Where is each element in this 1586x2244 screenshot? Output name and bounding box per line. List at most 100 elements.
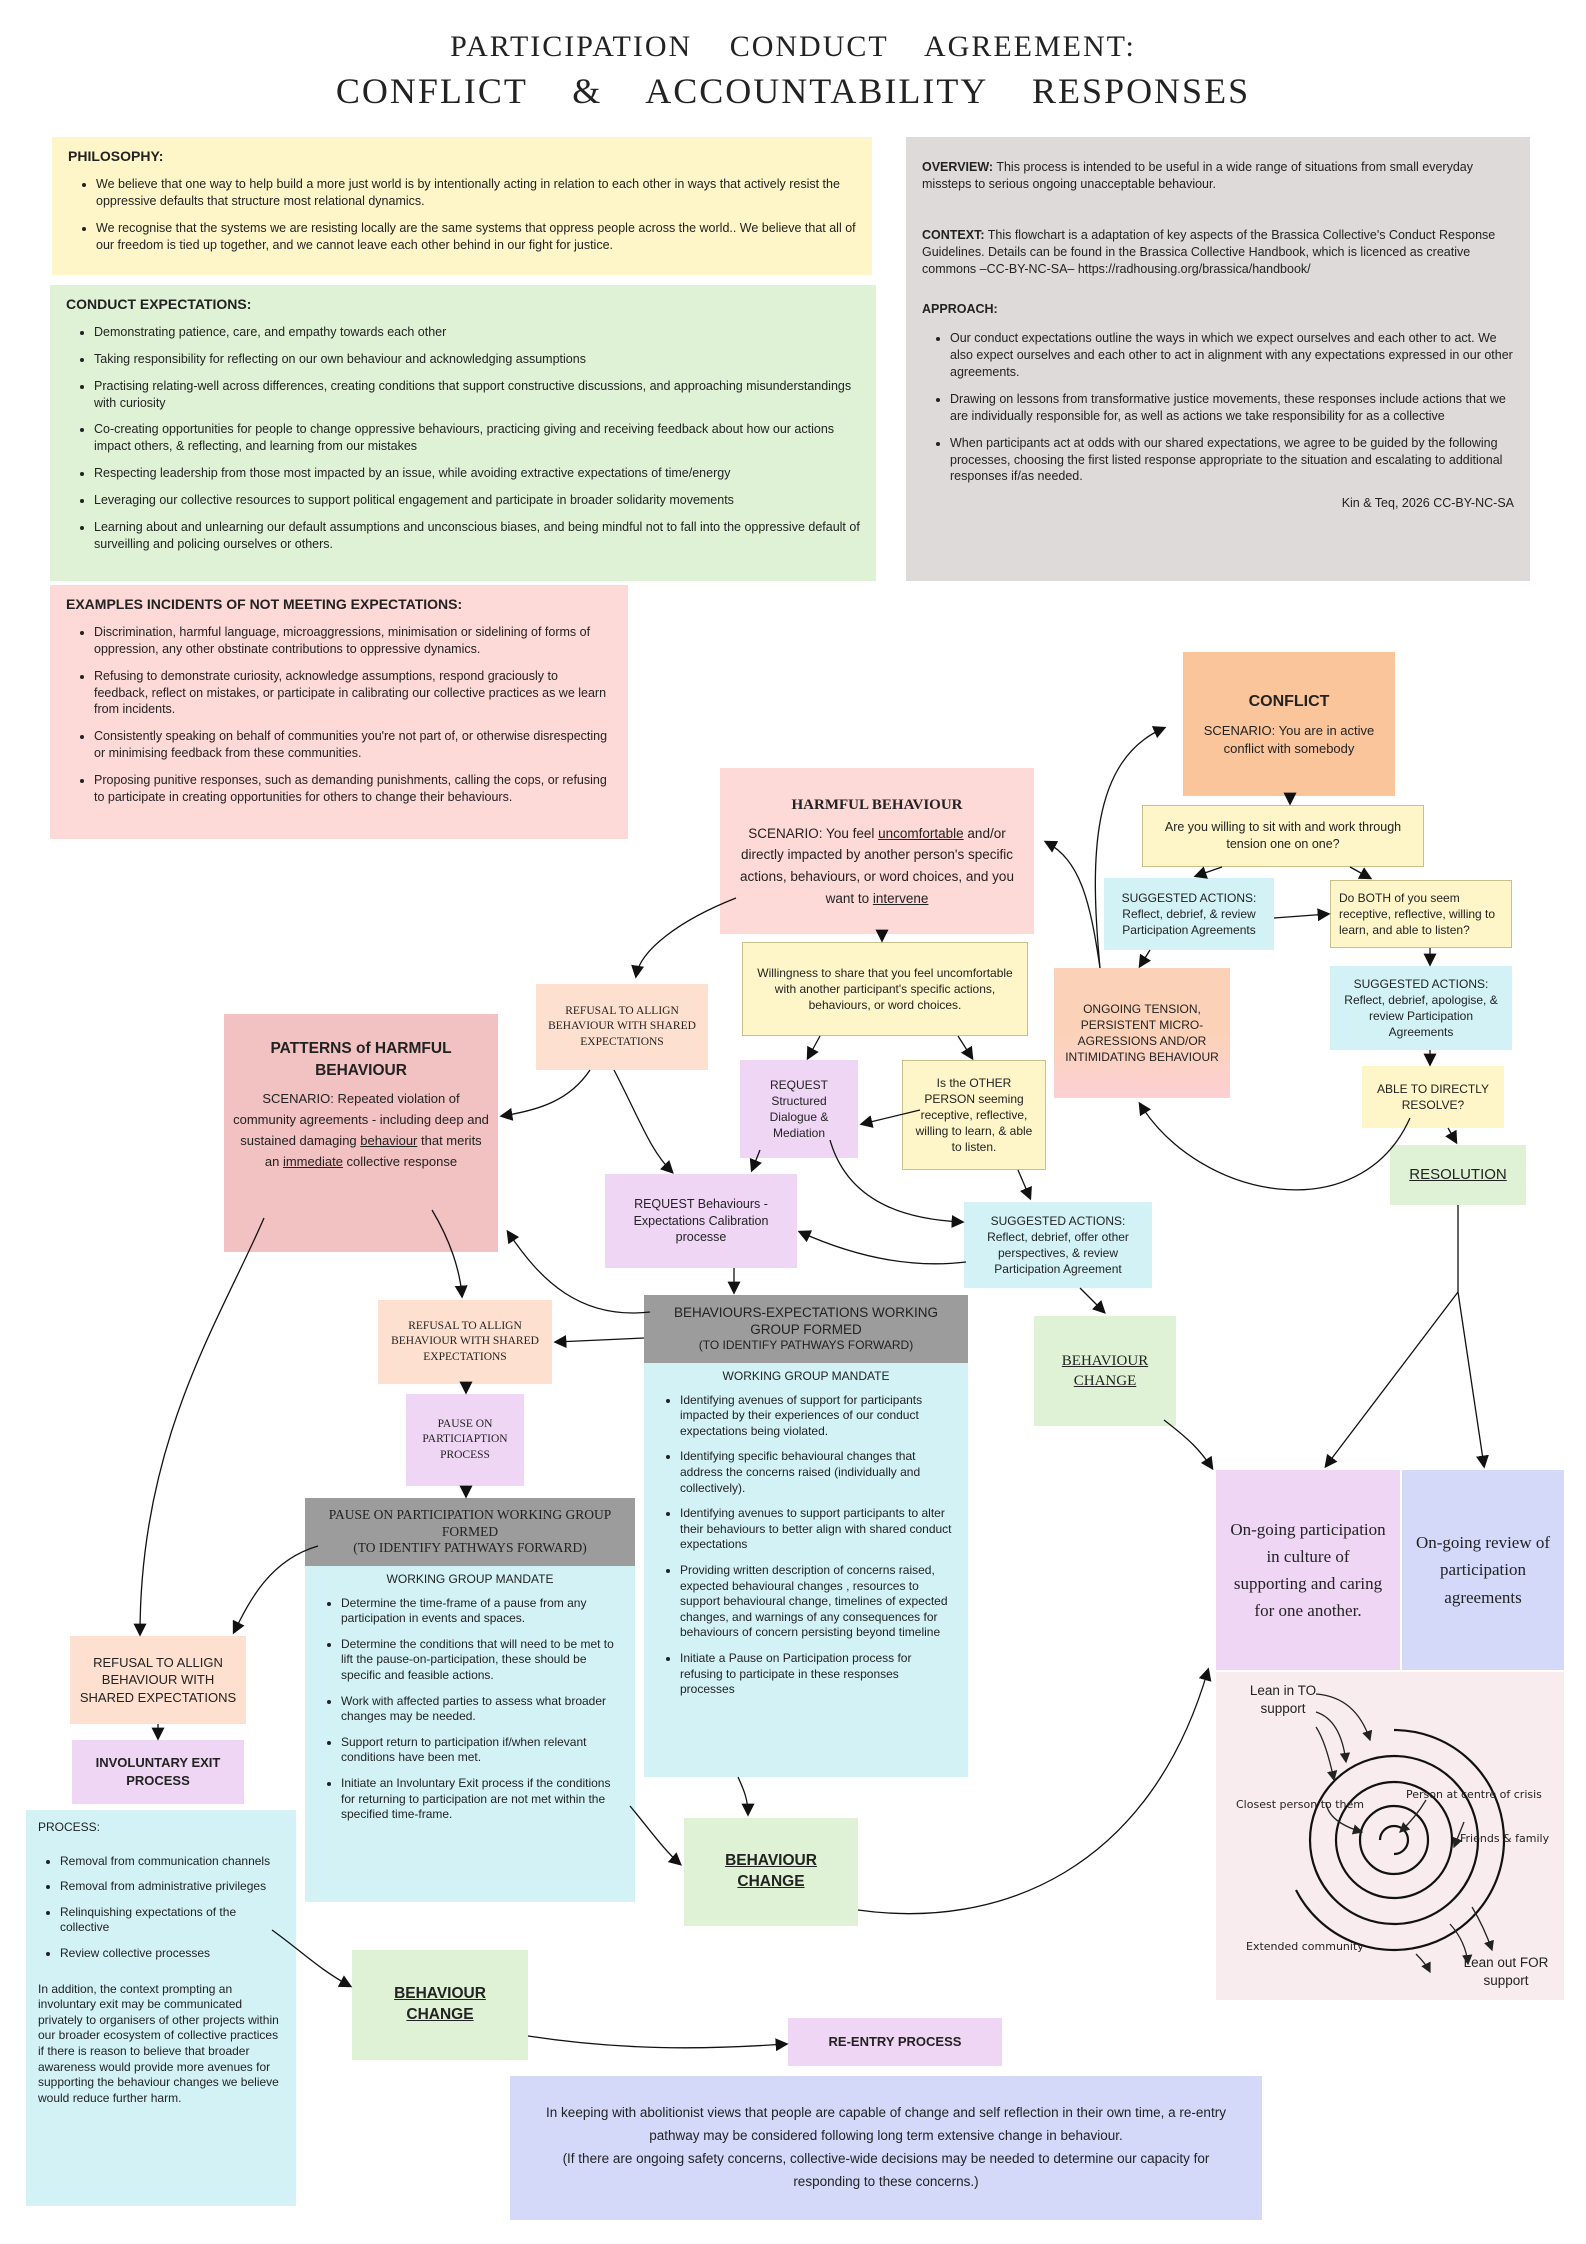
exit-process-item: Relinquishing expectations of the collec…: [60, 1905, 284, 1936]
mandate-item: Initiate a Pause on Participation proces…: [680, 1651, 954, 1698]
examples-panel: EXAMPLES INCIDENTS OF NOT MEETING EXPECT…: [50, 585, 628, 839]
harmful-title: HARMFUL BEHAVIOUR: [791, 796, 963, 813]
lean-out-arrow: [1471, 1906, 1494, 1952]
pause-mandate-item: Initiate an Involuntary Exit process if …: [341, 1776, 621, 1823]
pause-working-group-mandate: WORKING GROUP MANDATE Determine the time…: [305, 1566, 635, 1902]
arrow-behaviour-change-2-to-ongoing: [857, 1667, 1212, 1915]
spiral-ring: [1295, 1728, 1506, 1952]
working-group-title: BEHAVIOURS-EXPECTATIONS WORKING GROUP FO…: [673, 1304, 939, 1337]
reentry-process-box: RE-ENTRY PROCESS: [788, 2018, 1002, 2066]
arrow-process-to-behaviour-change: [271, 1929, 353, 1988]
arrow-working-group-to-behaviour-change: [737, 1776, 755, 1817]
centre-person-label: Person at centre of crisis: [1406, 1788, 1542, 1801]
title-line-1: PARTICIPATION CONDUCT AGREEMENT:: [450, 30, 1136, 63]
conduct-item: Taking responsibility for reflecting on …: [94, 351, 860, 368]
behaviour-change-box-3: BEHAVIOUR CHANGE: [352, 1950, 528, 2060]
philosophy-item: We believe that one way to help build a …: [96, 176, 856, 210]
involuntary-exit-box: INVOLUNTARY EXIT PROCESS: [72, 1740, 244, 1804]
approach-heading: APPROACH:: [922, 302, 998, 317]
arrow-question-to-suggested1: [1193, 866, 1223, 879]
behaviour-change-label: BEHAVIOUR CHANGE: [1061, 1352, 1149, 1389]
exit-process-heading: PROCESS:: [38, 1820, 101, 1834]
pause-mandate-item: Work with affected parties to assess wha…: [341, 1694, 621, 1725]
conduct-item: Demonstrating patience, care, and empath…: [94, 324, 860, 341]
reentry-note-line-2: (If there are ongoing safety concerns, c…: [562, 2151, 1210, 2189]
lean-in-arrow: [1315, 1711, 1351, 1764]
arrow-resolution-to-culture: [1324, 1291, 1459, 1469]
approach-item: Drawing on lessons from transformative j…: [950, 391, 1514, 425]
lean-in-arrow: [1315, 1693, 1373, 1742]
arrow-suggested1-to-tension: [1138, 949, 1152, 969]
working-group-mandate: WORKING GROUP MANDATE Identifying avenue…: [644, 1363, 968, 1777]
arrow-behaviour-change-1-to-ongoing: [1163, 1419, 1214, 1471]
closest-arrow: [1325, 1801, 1364, 1835]
philosophy-item: We recognise that the systems we are res…: [96, 220, 856, 254]
title-line-2: CONFLICT & ACCOUNTABILITY RESPONSES: [335, 71, 1251, 111]
working-group-subtitle: (TO IDENTIFY PATHWAYS FORWARD): [698, 1338, 914, 1353]
conduct-item: Respecting leadership from those most im…: [94, 465, 860, 482]
pause-mandate-item: Support return to participation if/when …: [341, 1735, 621, 1766]
arrow-willingness-to-other-person: [957, 1035, 974, 1061]
arrow-pause-header-to-refusal3: [232, 1545, 319, 1635]
ongoing-culture-box: On-going participation in culture of sup…: [1216, 1470, 1400, 1670]
overview-paragraph: OVERVIEW: This process is intended to be…: [922, 160, 1473, 191]
refusal-box-2: REFUSAL TO ALLIGN BEHAVIOUR WITH SHARED …: [378, 1300, 552, 1384]
philosophy-panel: PHILOSOPHY: We believe that one way to h…: [52, 137, 872, 275]
behaviour-change-box-1: BEHAVIOUR CHANGE: [1034, 1316, 1176, 1426]
example-item: Consistently speaking on behalf of commu…: [94, 728, 612, 762]
request-calibration-box: REQUEST Behaviours - Expectations Calibr…: [605, 1174, 797, 1268]
arrow-request-dialogue-to-calibration: [749, 1149, 762, 1173]
philosophy-heading: PHILOSOPHY:: [68, 148, 164, 164]
example-item: Refusing to demonstrate curiosity, ackno…: [94, 668, 612, 719]
working-group-header: BEHAVIOURS-EXPECTATIONS WORKING GROUP FO…: [644, 1295, 968, 1363]
patterns-scenario: SCENARIO: Repeated violation of communit…: [233, 1091, 489, 1169]
arrow-behaviour-change-to-reentry: [527, 2035, 789, 2052]
conflict-scenario: SCENARIO: You are in active conflict wit…: [1203, 723, 1375, 756]
arrow-pause-mandate-to-behaviour-change: [629, 1805, 682, 1866]
arrow-working-group-to-refusal2: [553, 1335, 645, 1349]
behaviour-change-label: BEHAVIOUR CHANGE: [725, 1852, 817, 1890]
arrow-tension-to-harmful: [1043, 840, 1101, 969]
resolution-label: RESOLUTION: [1409, 1165, 1507, 1183]
arrow-able-to-resolution: [1445, 1127, 1458, 1145]
willingness-box: Willingness to share that you feel uncom…: [742, 942, 1028, 1036]
arrow-able-to-tension: [1138, 1101, 1411, 1191]
arrow-willingness-to-request-dialogue: [806, 1035, 821, 1061]
overview-panel: OVERVIEW: This process is intended to be…: [906, 137, 1530, 581]
circles-diagram: [1295, 1693, 1506, 1974]
conflict-title: CONFLICT: [1248, 692, 1330, 710]
exit-process-note: In addition, the context prompting an in…: [38, 1981, 279, 2105]
conduct-item: Learning about and unlearning our defaul…: [94, 519, 860, 553]
arrow-other-person-to-suggested3: [1017, 1169, 1032, 1201]
harmful-behaviour-box: HARMFUL BEHAVIOUR SCENARIO: You feel unc…: [720, 768, 1034, 934]
resolution-box: RESOLUTION: [1390, 1145, 1526, 1205]
context-paragraph: CONTEXT: This flowchart is a adaptation …: [922, 227, 1496, 276]
ongoing-tension-box: ONGOING TENSION, PERSISTENT MICRO-AGRESS…: [1054, 968, 1230, 1098]
arrow-suggested1-to-both: [1273, 908, 1331, 922]
mandate-item: Identifying avenues of support for parti…: [680, 1393, 954, 1440]
examples-heading: EXAMPLES INCIDENTS OF NOT MEETING EXPECT…: [66, 596, 463, 612]
friends-family-label: Friends & family: [1460, 1832, 1550, 1845]
arrow-suggested3-to-calibration: [797, 1230, 967, 1265]
refusal-box-3: REFUSAL TO ALLIGN BEHAVIOUR WITH SHARED …: [70, 1636, 246, 1724]
lean-in-label: Lean in TO support: [1249, 1683, 1317, 1716]
lean-out-arrow: [1415, 1953, 1431, 1974]
exit-process-item: Removal from communication channels: [60, 1854, 284, 1870]
harmful-scenario: SCENARIO: You feel uncomfortable and/or …: [740, 825, 1014, 906]
pause-working-group-header: PAUSE ON PARTICIPATION WORKING GROUP FOR…: [305, 1498, 635, 1566]
pause-mandate-item: Determine the conditions that will need …: [341, 1637, 621, 1684]
approach-item: When participants act at odds with our s…: [950, 435, 1514, 486]
conduct-heading: CONDUCT EXPECTATIONS:: [66, 296, 252, 312]
refusal-box-1: REFUSAL TO ALLIGN BEHAVIOUR WITH SHARED …: [536, 984, 708, 1070]
pause-working-group-subtitle: (TO IDENTIFY PATHWAYS FORWARD): [353, 1540, 587, 1556]
working-group-mandate-heading: WORKING GROUP MANDATE: [722, 1369, 890, 1383]
mandate-item: Identifying avenues to support participa…: [680, 1506, 954, 1553]
patterns-box: PATTERNS of HARMFUL BEHAVIOUR SCENARIO: …: [224, 1014, 498, 1252]
conduct-item: Co-creating opportunities for people to …: [94, 421, 860, 455]
ongoing-review-box: On-going review of participation agreeme…: [1402, 1470, 1564, 1670]
pause-participation-box: PAUSE ON PARTICIAPTION PROCESS: [406, 1394, 524, 1486]
arrow-question-to-both: [1349, 866, 1373, 880]
exit-process-item: Removal from administrative privileges: [60, 1879, 284, 1895]
patterns-title: PATTERNS of HARMFUL BEHAVIOUR: [270, 1040, 452, 1079]
